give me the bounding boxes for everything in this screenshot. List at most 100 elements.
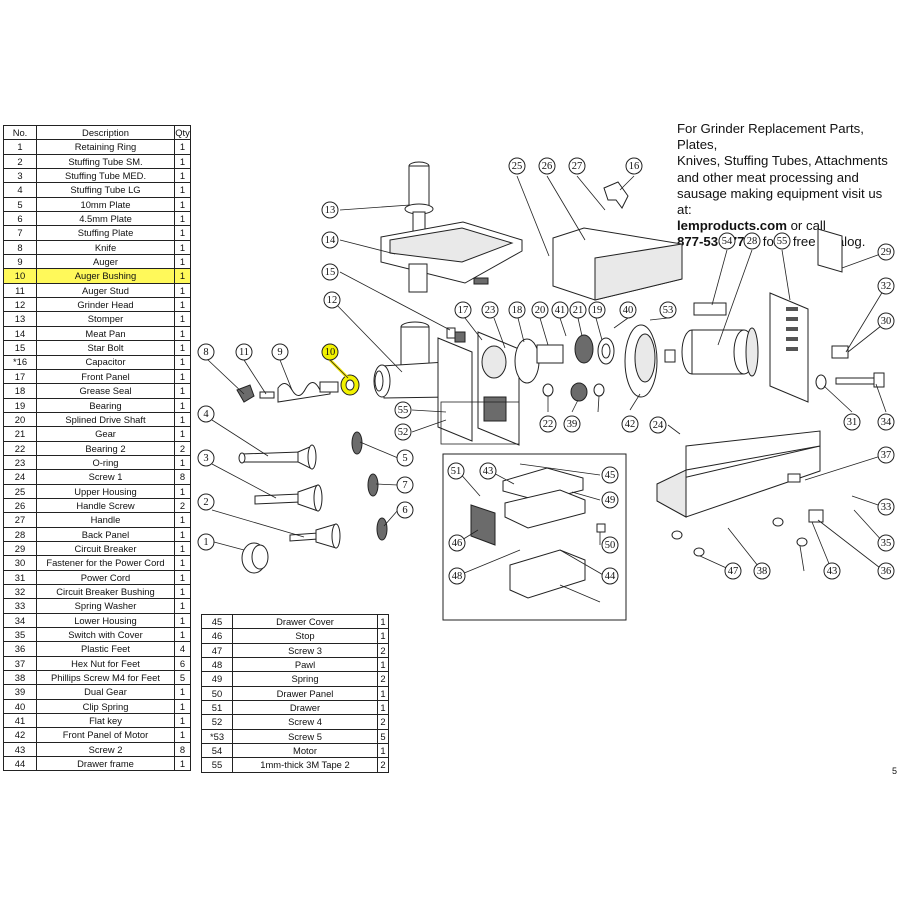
- callout-42: 42: [621, 415, 639, 433]
- auger-bushing-drawing: [340, 374, 360, 396]
- stuffing-tubes-drawing: [238, 444, 341, 574]
- meat-pan-drawing: [380, 221, 523, 293]
- callout-number: 21: [573, 305, 584, 316]
- callout-number: 41: [555, 305, 566, 316]
- callout-29: 29: [877, 243, 895, 261]
- page-number-fragment: 5: [891, 766, 897, 776]
- callout-41: 41: [551, 301, 569, 319]
- callout-number: 26: [542, 161, 553, 172]
- callout-number: 8: [203, 347, 208, 358]
- promo-line-1: For Grinder Replacement Parts, Plates,: [677, 121, 864, 153]
- callout-number: 28: [747, 236, 758, 247]
- callout-51: 51: [447, 462, 465, 480]
- callout-40: 40: [619, 301, 637, 319]
- callout-11: 11: [235, 343, 253, 361]
- callout-1: 1: [197, 533, 215, 551]
- callout-number: 4: [203, 409, 209, 420]
- callout-4: 4: [197, 405, 215, 423]
- drive-shaft-parts-drawing: [536, 334, 615, 402]
- header-qty: Qty: [174, 124, 191, 141]
- callout-54: 54: [718, 232, 736, 250]
- callout-45: 45: [601, 466, 619, 484]
- callout-39: 39: [563, 415, 581, 433]
- callout-15: 15: [321, 263, 339, 281]
- callout-32: 32: [877, 277, 895, 295]
- upper-housing-drawing: [552, 227, 683, 301]
- callout-46: 46: [448, 534, 466, 552]
- callout-36: 36: [877, 562, 895, 580]
- drawer-assembly-drawing: [442, 453, 627, 621]
- cell-description: 1mm-thick 3M Tape 2: [232, 757, 378, 773]
- callout-number: 20: [535, 305, 546, 316]
- callout-number: 44: [605, 571, 616, 582]
- cell-description: Drawer frame: [36, 756, 175, 772]
- callout-23: 23: [481, 301, 499, 319]
- motor-front-panel-drawing: [624, 324, 676, 398]
- callout-number: 49: [605, 495, 616, 506]
- callout-number: 32: [881, 281, 892, 292]
- phone-number: 877-536-7763: [677, 234, 760, 250]
- callout-number: 37: [881, 450, 892, 461]
- promo-line-5: lemproducts.com or call: [677, 218, 899, 234]
- plastic-feet-drawing: [671, 509, 824, 557]
- cell-qty: 2: [377, 757, 389, 773]
- table-header-row: No. Description Qty: [3, 124, 191, 141]
- callout-22: 22: [539, 415, 557, 433]
- callout-48: 48: [448, 567, 466, 585]
- callout-number: 46: [452, 538, 463, 549]
- cell-description: Auger Bushing: [36, 268, 175, 284]
- callout-18: 18: [508, 301, 526, 319]
- callout-44: 44: [601, 567, 619, 585]
- callout-leader-lines: [207, 175, 887, 603]
- callout-number: 50: [605, 540, 616, 551]
- callout-number: 3: [203, 453, 208, 464]
- callout-number: 51: [451, 466, 462, 477]
- callout-37: 37: [877, 446, 895, 464]
- callout-27: 27: [568, 157, 586, 175]
- callout-number: 35: [881, 538, 892, 549]
- promo-line-4: sausage making equipment visit us at:: [677, 185, 883, 218]
- callout-number: 55: [398, 405, 409, 416]
- callout-number: 16: [629, 161, 640, 172]
- cell-qty: 1: [377, 657, 389, 673]
- callout-9: 9: [271, 343, 289, 361]
- callout-13: 13: [321, 201, 339, 219]
- lower-housing-drawing: [656, 430, 821, 518]
- callout-number: 55: [777, 236, 788, 247]
- callout-33: 33: [877, 498, 895, 516]
- callout-number: 27: [572, 161, 583, 172]
- callout-number: 40: [623, 305, 634, 316]
- cell-qty: 6: [174, 655, 191, 672]
- website-link[interactable]: lemproducts.com: [677, 218, 787, 234]
- callout-number: 43: [483, 466, 494, 477]
- cell-qty: 1: [174, 756, 191, 772]
- callout-26: 26: [538, 157, 556, 175]
- callout-number: 29: [881, 247, 892, 258]
- callout-number: 31: [847, 417, 858, 428]
- callout-number: 39: [567, 419, 578, 430]
- callout-43: 43: [823, 562, 841, 580]
- callout-31: 31: [843, 413, 861, 431]
- tape-drawing: [817, 228, 843, 273]
- plates-drawing: [351, 327, 456, 541]
- callout-49: 49: [601, 491, 619, 509]
- cell-qty: 1: [174, 211, 191, 227]
- callout-30: 30: [877, 312, 895, 330]
